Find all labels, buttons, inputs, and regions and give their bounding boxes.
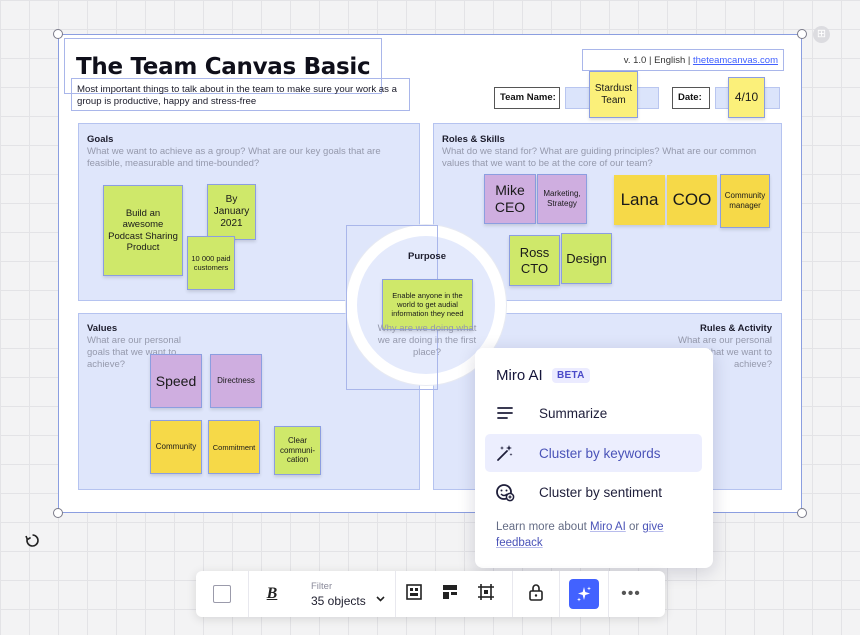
miro-ai-button[interactable]: [560, 571, 608, 617]
team-name-sticky[interactable]: Stardust Team: [589, 71, 638, 118]
give-feedback-link[interactable]: give feedback: [496, 521, 664, 549]
frame-icon: [477, 583, 495, 606]
align-button[interactable]: [396, 571, 432, 617]
goal-sticky-product[interactable]: Build an awesome Podcast Sharing Product: [103, 185, 183, 276]
value-sticky-clear-communication[interactable]: Clear communi-cation: [274, 426, 321, 475]
toolbar-divider: [395, 571, 396, 617]
summarize-option[interactable]: Summarize: [485, 394, 702, 432]
goal-sticky-customers[interactable]: 10 000 paid customers: [187, 236, 235, 290]
rotate-icon[interactable]: [24, 532, 41, 554]
goals-description: What we want to achieve as a group? What…: [87, 146, 381, 169]
teamcanvas-link[interactable]: theteamcanvas.com: [692, 55, 778, 66]
miro-ai-menu: Miro AI BETA Summarize Cluster by keywor…: [475, 348, 713, 568]
value-sticky-speed[interactable]: Speed: [150, 354, 202, 408]
distribute-icon: [441, 583, 459, 606]
fill-color-button[interactable]: [196, 571, 248, 617]
roles-title: Roles & Skills: [442, 134, 505, 145]
ai-menu-footer: Learn more about Miro AI or give feedbac…: [496, 519, 696, 551]
version-text: v. 1.0 | English |: [623, 55, 693, 66]
role-sticky-coo[interactable]: COO: [667, 175, 717, 225]
version-selection-box: [582, 49, 784, 71]
sparkle-icon: [569, 579, 599, 609]
cluster-keywords-label: Cluster by keywords: [539, 445, 661, 461]
goal-sticky-deadline[interactable]: By January 2021: [207, 184, 256, 240]
cluster-by-keywords-option[interactable]: Cluster by keywords: [485, 434, 702, 472]
purpose-title: Purpose: [407, 251, 446, 262]
bold-button[interactable]: B: [249, 571, 295, 617]
cluster-sentiment-label: Cluster by sentiment: [539, 484, 663, 500]
title-selection-box: [64, 38, 382, 94]
cluster-by-sentiment-option[interactable]: Cluster by sentiment: [485, 473, 702, 511]
beta-badge: BETA: [552, 368, 590, 383]
role-sticky-marketing[interactable]: Marketing, Strategy: [537, 174, 587, 224]
lock-icon: [528, 583, 544, 606]
chevron-down-icon: [376, 589, 385, 607]
footer-or-text: or: [625, 521, 643, 533]
magic-wand-icon: [495, 443, 515, 463]
lock-button[interactable]: [513, 571, 559, 617]
footer-text: Learn more about: [496, 521, 590, 533]
role-sticky-community-manager[interactable]: Community manager: [720, 174, 770, 228]
filter-dropdown[interactable]: Filter 35 objects: [295, 571, 395, 617]
toolbar-divider: [248, 571, 249, 617]
filter-value: 35 objects: [311, 593, 366, 608]
role-sticky-ross[interactable]: Ross CTO: [509, 235, 560, 286]
role-sticky-design[interactable]: Design: [561, 233, 612, 284]
ai-menu-title: Miro AI: [496, 367, 543, 384]
summarize-label: Summarize: [539, 405, 608, 421]
resize-handle-bottom-right[interactable]: [797, 508, 807, 518]
miro-ai-link[interactable]: Miro AI: [589, 521, 626, 533]
frame-button[interactable]: [468, 571, 504, 617]
value-sticky-directness[interactable]: Directness: [210, 354, 262, 408]
grid-icon[interactable]: ⊞: [813, 26, 830, 43]
role-sticky-lana[interactable]: Lana: [614, 175, 665, 225]
resize-handle-bottom-left[interactable]: [53, 508, 63, 518]
values-description: What are our personal goals that we want…: [87, 335, 181, 370]
date-label: Date:: [672, 87, 710, 109]
checkbox-square-icon: [213, 585, 231, 603]
toolbar-divider: [512, 571, 513, 617]
filter-label: Filter: [311, 580, 333, 592]
bold-icon: B: [266, 585, 278, 602]
page-title[interactable]: The Team Canvas Basic: [76, 54, 371, 80]
team-name-label: Team Name:: [494, 87, 560, 109]
date-sticky[interactable]: 4/10: [728, 77, 765, 118]
more-options-button[interactable]: •••: [609, 571, 653, 617]
page-subtitle[interactable]: Most important things to talk about in t…: [77, 84, 397, 107]
role-sticky-mike[interactable]: Mike CEO: [484, 174, 536, 224]
summarize-icon: [495, 405, 515, 421]
purpose-sticky[interactable]: Enable anyone in the world to get audial…: [382, 279, 473, 330]
distribute-button[interactable]: [432, 571, 468, 617]
resize-handle-top-left[interactable]: [53, 29, 63, 39]
sentiment-icon: [495, 482, 515, 502]
rules-description: What are our personal goals that we want…: [678, 335, 772, 370]
roles-description: What do we stand for? What are guiding p…: [442, 146, 757, 169]
align-icon: [405, 583, 423, 606]
context-toolbar: B Filter 35 objects: [196, 571, 665, 617]
value-sticky-commitment[interactable]: Commitment: [208, 420, 260, 474]
version-info[interactable]: v. 1.0 | English | theteamcanvas.com: [582, 55, 778, 66]
rules-title: Rules & Activity: [700, 323, 772, 334]
toolbar-divider: [559, 571, 560, 617]
more-icon: •••: [621, 585, 641, 602]
goals-title: Goals: [87, 134, 114, 145]
purpose-description: Why are we doing what we are doing in th…: [377, 323, 477, 358]
value-sticky-community[interactable]: Community: [150, 420, 202, 474]
values-title: Values: [87, 323, 118, 334]
resize-handle-top-right[interactable]: [797, 29, 807, 39]
toolbar-divider: [608, 571, 609, 617]
subtitle-selection-box: [71, 78, 410, 111]
